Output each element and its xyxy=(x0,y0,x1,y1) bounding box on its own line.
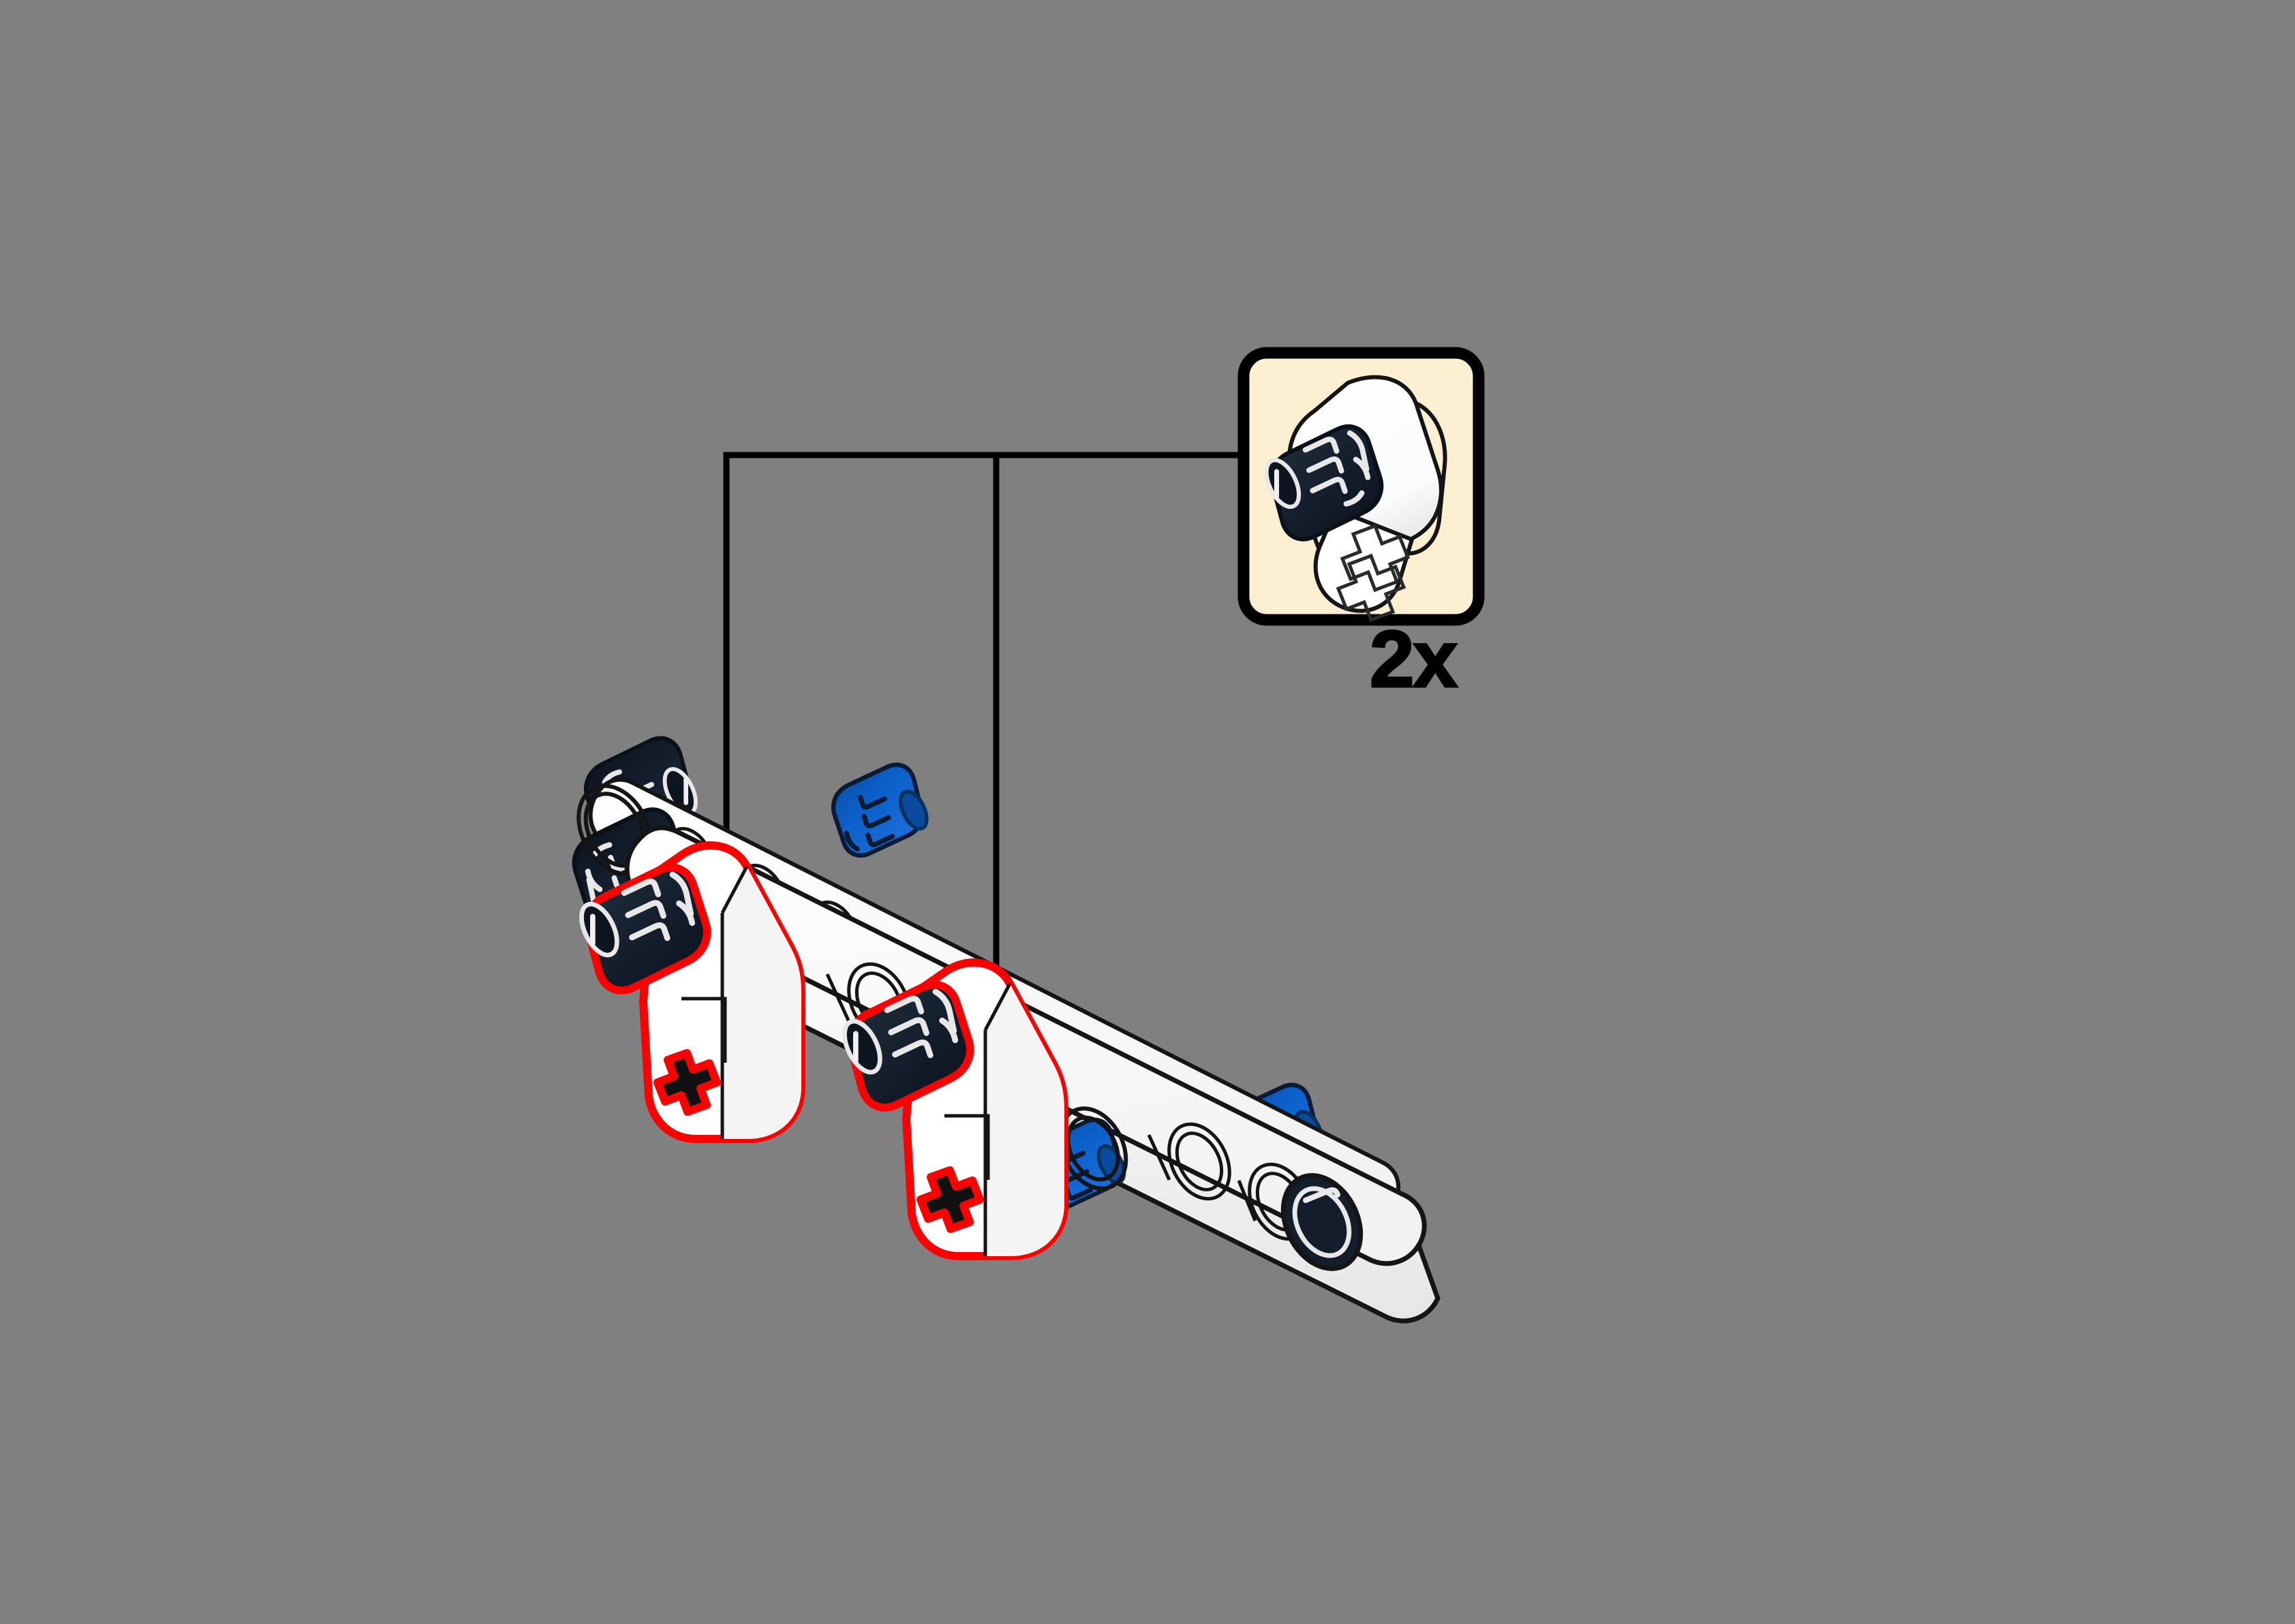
new-part-left-pin xyxy=(579,863,711,995)
callout-quantity-label: 2x xyxy=(1368,614,1458,706)
new-part-left-highlighted[interactable] xyxy=(574,841,805,1143)
axle-hole-marker-left xyxy=(653,1049,721,1116)
beam-right-end-hole xyxy=(1280,1173,1364,1271)
new-part-right-highlighted[interactable] xyxy=(837,958,1068,1260)
beam-assembly[interactable] xyxy=(564,738,1441,1324)
axle-hole-marker-right xyxy=(917,1166,984,1233)
parts-callout-box[interactable] xyxy=(1237,347,1485,626)
new-part-right-pin xyxy=(842,980,974,1112)
callout-part-illustration xyxy=(1260,375,1447,623)
